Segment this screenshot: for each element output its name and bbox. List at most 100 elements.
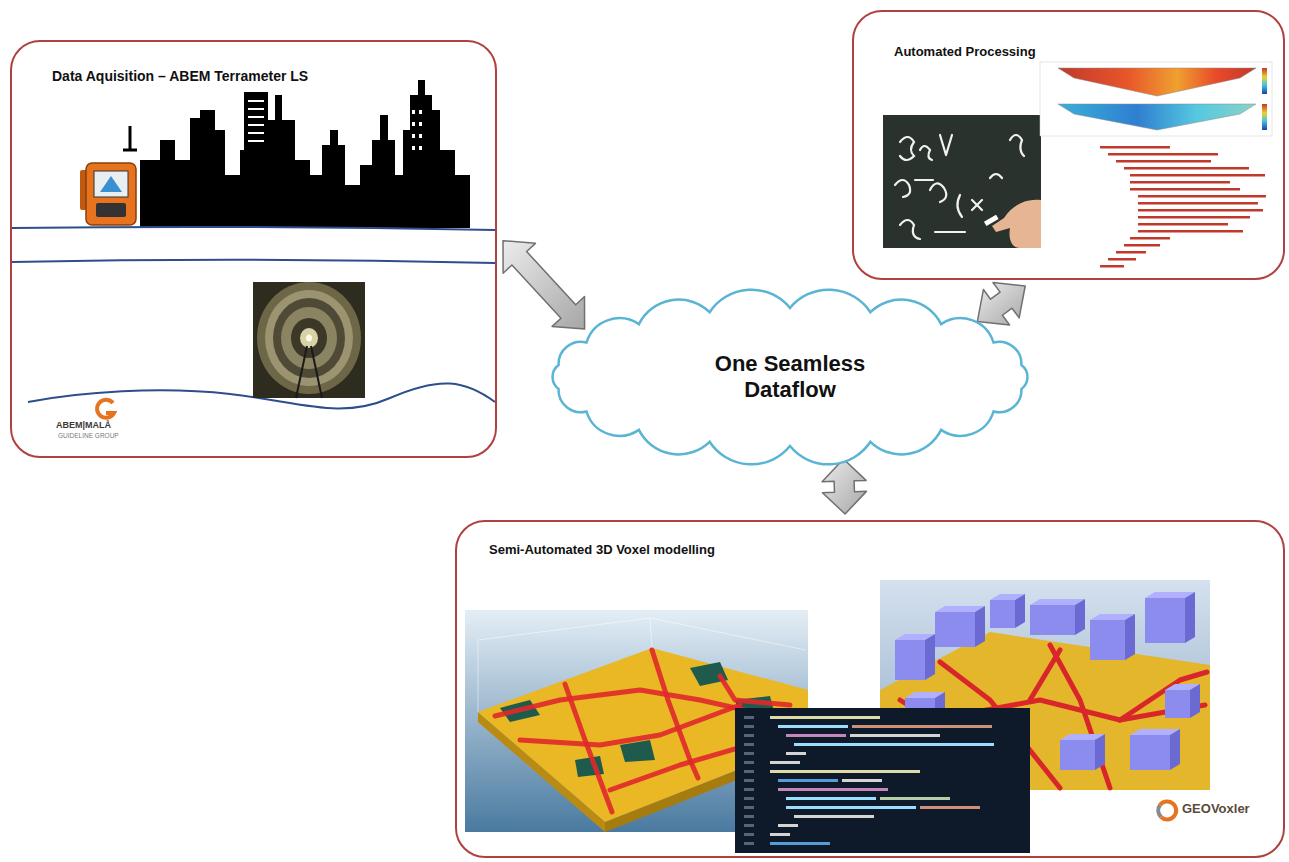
line-number-mark — [744, 833, 754, 836]
network-line — [565, 684, 612, 812]
tunnel-ring — [265, 290, 353, 386]
code-listing — [1100, 146, 1266, 268]
acquisition-illustration — [12, 80, 495, 418]
code-token — [786, 752, 806, 755]
tunnel-ring — [281, 307, 337, 369]
resistivity-section — [1058, 68, 1256, 96]
line-number-mark — [744, 788, 754, 791]
code-token — [786, 806, 916, 809]
building-side — [975, 606, 985, 647]
brand-name: ABEM|MALÅ — [56, 420, 111, 430]
code-token — [786, 734, 846, 737]
tunnel-light — [306, 335, 312, 342]
building-side — [1075, 599, 1085, 635]
panel-box: Data Aquisition – ABEM Terrameter LS — [10, 40, 497, 458]
line-number-mark — [744, 734, 754, 737]
layer-boundary-line — [12, 260, 495, 263]
tunnel-rail — [296, 346, 307, 398]
color-scale — [1262, 68, 1267, 94]
double-block-arrow — [977, 282, 1025, 324]
code-line — [1138, 202, 1258, 205]
tunnel-ring — [300, 328, 318, 348]
voxel-illustration — [465, 580, 1210, 853]
line-number-mark — [744, 716, 754, 719]
line-number-mark — [744, 806, 754, 809]
code-line — [1130, 181, 1230, 184]
screen-graphic — [100, 176, 122, 192]
electrode-base — [123, 149, 137, 152]
tunnel-ring — [291, 318, 327, 358]
building-side — [1170, 729, 1180, 770]
voxel-building — [1165, 684, 1200, 718]
building-side — [1015, 594, 1025, 628]
chalk-stroke — [935, 231, 965, 233]
network-line — [1050, 645, 1110, 788]
chalk-stroke — [895, 180, 910, 197]
code-line — [1130, 237, 1170, 240]
bounding-wireframe — [478, 640, 479, 712]
code-line — [1138, 230, 1243, 233]
line-number-mark — [744, 725, 754, 728]
building-stripe — [248, 108, 264, 110]
instrument-keypad — [96, 203, 126, 217]
code-token — [880, 797, 950, 800]
building-front — [935, 612, 975, 647]
code-line — [1116, 160, 1211, 163]
resistivity-section — [1058, 104, 1256, 130]
instrument-screen — [94, 171, 128, 197]
code-line — [1138, 223, 1228, 226]
panel-box: Automated Processing — [852, 10, 1285, 280]
bounding-wireframe — [650, 618, 652, 648]
code-token — [770, 716, 880, 719]
building-window — [419, 134, 422, 138]
code-token — [770, 770, 920, 773]
code-token — [770, 842, 830, 845]
network-line — [1030, 650, 1060, 700]
hand — [992, 200, 1041, 248]
building-front — [895, 640, 925, 680]
chalk-stroke — [915, 179, 933, 181]
tunnel-ring — [273, 298, 345, 378]
color-scale — [1262, 104, 1267, 130]
code-line — [1124, 244, 1160, 247]
panel-title: Automated Processing — [894, 44, 1036, 60]
tunnel-rail — [311, 346, 322, 398]
chalk-stroke — [930, 183, 946, 202]
building-front — [990, 600, 1015, 628]
line-number-mark — [744, 743, 754, 746]
line-number-mark — [744, 824, 754, 827]
building-window — [412, 110, 415, 114]
building-window — [419, 146, 422, 150]
code-token — [786, 797, 876, 800]
building-stripe — [248, 132, 264, 134]
building-window — [412, 134, 415, 138]
code-line — [1130, 174, 1265, 177]
voxel-building — [990, 594, 1025, 628]
tunnel-ring — [257, 282, 361, 394]
brand-name: GEOVoxler — [1182, 802, 1250, 817]
skyline — [140, 80, 470, 228]
code-line — [1116, 251, 1146, 254]
code-line — [1124, 167, 1249, 170]
panel-title: Data Aquisition – ABEM Terrameter LS — [52, 68, 308, 85]
network-line — [720, 676, 790, 705]
building-window — [412, 122, 415, 126]
instrument-body — [86, 163, 136, 225]
building-front — [1090, 620, 1125, 660]
building-stripe — [248, 140, 264, 142]
chalk-stroke — [900, 137, 914, 160]
chalkboard-photo — [883, 115, 1041, 248]
code-token — [794, 743, 994, 746]
code-line — [1108, 258, 1136, 261]
code-token — [852, 725, 992, 728]
building-stripe — [248, 116, 264, 118]
voxel-building — [1030, 599, 1085, 635]
code-token — [794, 815, 874, 818]
voxel-building — [1130, 729, 1180, 770]
line-number-mark — [744, 752, 754, 755]
line-number-mark — [744, 779, 754, 782]
tunnel-photo — [253, 282, 365, 398]
electrode-pole — [129, 126, 132, 150]
brand-tagline: GUIDELINE GROUP — [58, 432, 119, 439]
code-line — [1108, 153, 1218, 156]
